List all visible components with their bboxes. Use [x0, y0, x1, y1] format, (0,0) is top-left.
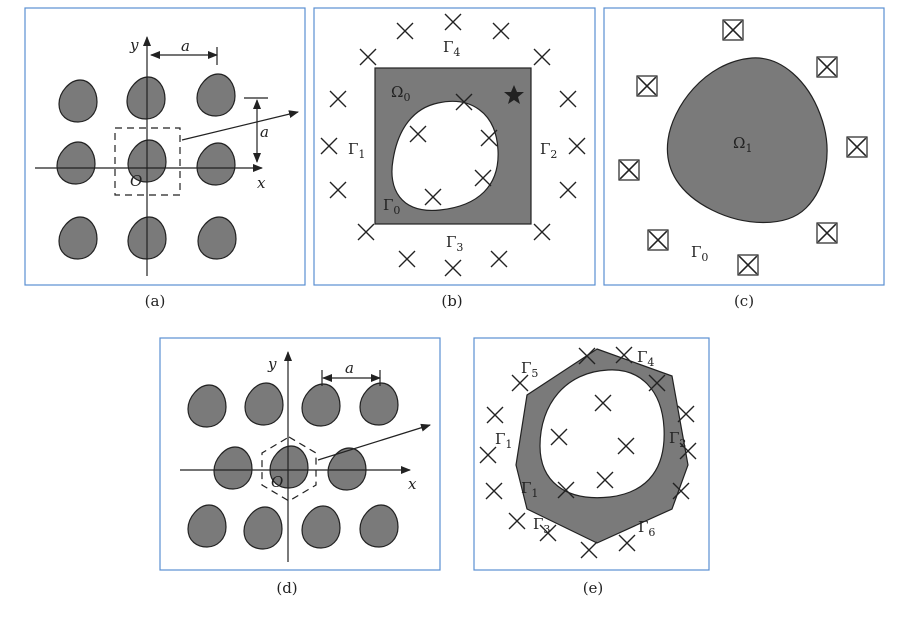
star-icon — [504, 85, 524, 104]
caption-d: (d) — [276, 579, 297, 597]
gamma0-label: Γ0 — [383, 196, 400, 217]
lattice-constant-label: a — [260, 123, 269, 141]
caption-e: (e) — [583, 579, 604, 597]
gamma1-outer-label: Γ1 — [495, 430, 512, 451]
gamma6-label: Γ6 — [638, 518, 655, 539]
panel-a: y x O a a (a) — [24, 7, 306, 310]
x-axis-label: x — [257, 174, 266, 192]
panel-c: Ω1 Γ0 (c) — [603, 7, 885, 310]
boxed-source-points — [618, 19, 868, 276]
caption-a: (a) — [145, 292, 166, 310]
y-axis-label: y — [267, 355, 277, 373]
zoom-arrow — [181, 110, 299, 141]
gamma3-label: Γ3 — [446, 233, 463, 254]
omega1-label: Ω1 — [733, 134, 752, 155]
zoom-arrow — [317, 423, 431, 461]
gamma5-label: Γ5 — [521, 359, 538, 380]
origin-label: O — [130, 172, 142, 190]
gamma2-label: Γ2 — [669, 429, 686, 450]
panel-b: Ω0 Γ4 Γ1 Γ2 Γ0 Γ3 (b) — [313, 7, 596, 310]
gamma4-label: Γ4 — [637, 348, 654, 369]
gamma1-label: Γ1 — [348, 140, 365, 161]
hexagonal-unit-cell — [261, 436, 317, 502]
gamma3-label: Γ3 — [533, 515, 550, 536]
gamma4-label: Γ4 — [443, 38, 460, 59]
caption-c: (c) — [734, 292, 754, 310]
panel-e: Γ5 Γ4 Γ1 Γ2 Γ1 Γ3 Γ6 (e) — [473, 337, 710, 597]
origin-label: O — [271, 473, 283, 491]
scatterer-cavity — [391, 100, 499, 211]
scatterer-cavity — [539, 369, 665, 499]
x-axis-label: x — [408, 475, 417, 493]
omega0-label: Ω0 — [391, 83, 410, 104]
panel-d: y x O a (d) — [159, 337, 441, 597]
gamma0-label: Γ0 — [691, 243, 708, 264]
lattice-constant-label: a — [345, 359, 354, 377]
y-axis-label: y — [129, 36, 139, 54]
caption-b: (b) — [441, 292, 462, 310]
gamma2-label: Γ2 — [540, 140, 557, 161]
scatterer-omega1 — [666, 57, 828, 223]
unit-cell-dashed — [114, 127, 181, 196]
gamma1-inner-label: Γ1 — [521, 479, 538, 500]
lattice-constant-label: a — [181, 37, 190, 55]
